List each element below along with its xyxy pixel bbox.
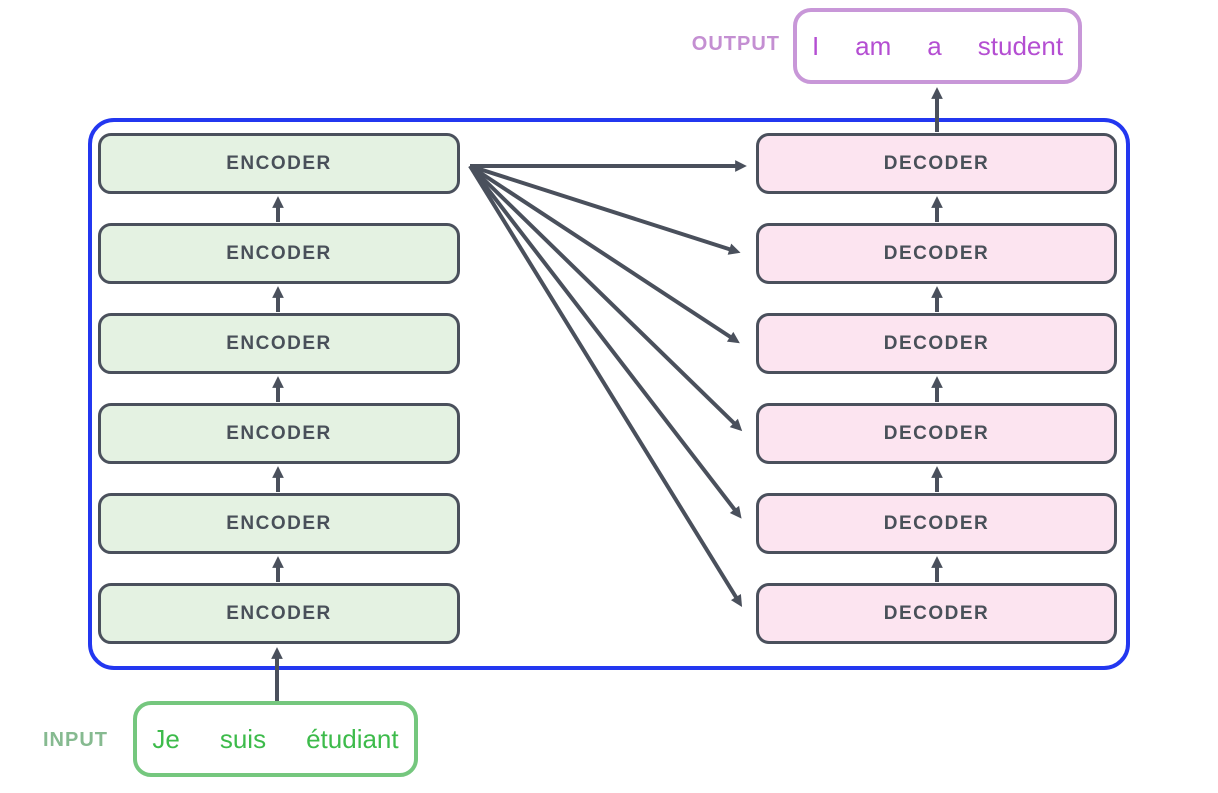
encoder-box-label: ENCODER [226, 422, 332, 444]
input-sentence-box: Je suis étudiant [133, 701, 418, 777]
decoder-box-6: DECODER [756, 583, 1117, 644]
decoder-box-label: DECODER [883, 332, 990, 354]
encoder-box-4: ENCODER [98, 403, 460, 464]
output-label: OUTPUT [691, 33, 780, 55]
model-container [88, 118, 1130, 670]
encoder-box-2: ENCODER [98, 223, 460, 284]
encoder-box-3: ENCODER [98, 313, 460, 374]
encoder-box-6: ENCODER [98, 583, 460, 644]
encoder-box-label: ENCODER [226, 512, 332, 534]
output-word: I [811, 30, 820, 61]
decoder-box-label: DECODER [883, 152, 990, 174]
decoder-box-3: DECODER [756, 313, 1117, 374]
input-label: INPUT [43, 729, 108, 751]
decoder-box-label: DECODER [883, 512, 990, 534]
output-word: a [927, 30, 942, 61]
decoder-box-label: DECODER [883, 422, 990, 444]
output-sentence-box: I am a student [793, 8, 1082, 84]
input-word: Je [152, 723, 180, 754]
input-word: suis [219, 723, 267, 754]
decoder-box-1: DECODER [756, 133, 1117, 194]
encoder-box-label: ENCODER [226, 242, 332, 264]
output-word: am [855, 30, 892, 61]
decoder-box-label: DECODER [883, 242, 990, 264]
input-word: étudiant [306, 723, 399, 754]
decoder-box-label: DECODER [883, 602, 990, 624]
encoder-box-label: ENCODER [226, 152, 332, 174]
decoder-box-5: DECODER [756, 493, 1117, 554]
output-word: student [977, 30, 1064, 61]
decoder-box-2: DECODER [756, 223, 1117, 284]
encoder-box-5: ENCODER [98, 493, 460, 554]
encoder-box-label: ENCODER [226, 332, 332, 354]
decoder-box-4: DECODER [756, 403, 1117, 464]
encoder-box-label: ENCODER [226, 602, 332, 624]
encoder-box-1: ENCODER [98, 133, 460, 194]
